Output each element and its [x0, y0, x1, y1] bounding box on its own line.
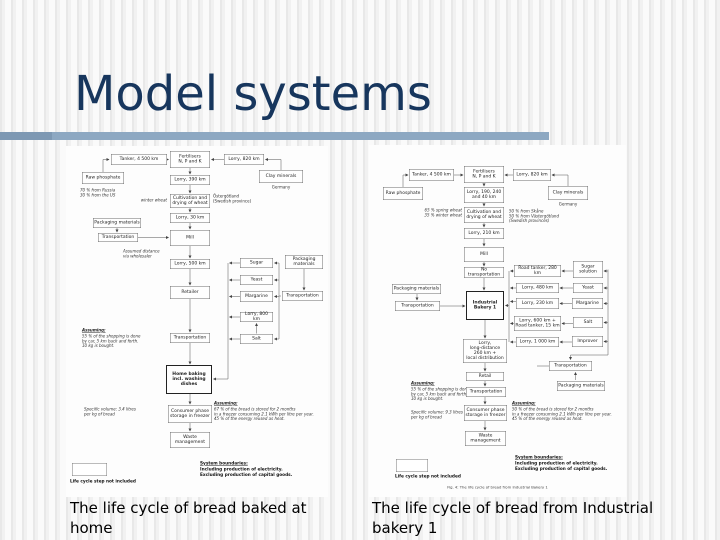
box-home-baking: Home baking incl. washing dishes: [166, 365, 212, 394]
home-connector-lines: [102, 158, 306, 432]
box-yeast: Yeast: [240, 275, 273, 285]
box-lorry-190: Lorry, 190, 240 and 40 km: [464, 187, 504, 203]
box-transportation-2: Transportation: [282, 291, 323, 301]
note-region: Östergötland (Swedish province): [213, 194, 252, 204]
legend-label: Life cycle step not included: [70, 479, 136, 484]
box-lorry-500: Lorry, 500 km: [170, 259, 210, 269]
note-specific-volume: Specific volume: 9.3 litres per kg of br…: [411, 410, 463, 420]
box-lorry-230: Lorry, 230 km: [516, 298, 559, 309]
box-retail: Retail: [466, 372, 504, 381]
box-tanker: Tanker, 4 500 km: [409, 169, 454, 181]
box-lorry-820: Lorry, 820 km: [513, 169, 551, 181]
heading-system-boundaries: System boundaries:: [515, 455, 563, 460]
heading-assuming-shopping: Assuming:: [411, 381, 435, 386]
box-margarine: Margarine: [572, 298, 603, 309]
box-lorry-480: Lorry, 480 km: [516, 283, 559, 293]
note-shopping: 55 % of the shopping is done by car, 5 k…: [411, 387, 470, 402]
box-lorry-800: Lorry, 800 km: [240, 312, 273, 322]
note-freezer: 50 % of the bread is stored for 2 months…: [512, 407, 612, 422]
heading-assuming-freezer: Assuming:: [512, 401, 536, 406]
box-road-tanker-280: Road tanker, 280 km: [514, 265, 561, 277]
note-system-boundaries: Including production of electricity. Exc…: [200, 467, 293, 478]
bakery-connector-lines: [402, 173, 609, 431]
box-lorry-30: Lorry, 30 km: [170, 213, 210, 223]
box-transportation-3: Transportation: [170, 333, 210, 343]
box-waste-management: Waste management: [465, 431, 506, 446]
box-fertilisers: Fertilisers N, P and K: [464, 166, 504, 183]
box-transportation-2: Transportation: [549, 361, 592, 371]
box-margarine: Margarine: [240, 291, 273, 302]
note-freezer: 67 % of the bread is stored for 2 months…: [214, 407, 314, 422]
note-assumed-distance: Assumed distance via wholesaler: [123, 249, 160, 259]
box-yeast: Yeast: [573, 283, 603, 293]
box-clay-minerals: Clay minerals: [548, 186, 588, 200]
legend-empty-box: [72, 463, 107, 476]
box-fertilisers: Fertilisers N, P and K: [170, 151, 210, 168]
box-transportation-1: Transportation: [98, 233, 138, 242]
box-waste-management: Waste management: [170, 432, 210, 448]
note-system-boundaries: Including production of electricity. Exc…: [515, 461, 608, 472]
box-transportation-1: Transportation: [395, 301, 440, 311]
heading-assuming-shopping: Assuming:: [82, 328, 106, 333]
slide-title: Model systems: [74, 66, 432, 122]
note-winter-wheat: winter wheat: [140, 198, 167, 203]
box-packaging-materials-2: Packaging materials: [285, 255, 323, 269]
box-lorry-distribution: Lorry, long-distance 260 km + local dist…: [463, 339, 507, 363]
figure-caption: Fig. 4: The life cycle of bread from Ind…: [447, 485, 548, 490]
box-sugar-solution: Sugar solution: [573, 261, 603, 278]
box-cultivation: Cultivation and drying of wheat: [170, 194, 210, 208]
box-lorry-820: Lorry, 820 km: [224, 154, 264, 165]
note-specific-volume: Specific volume: 3.4 litres per kg of br…: [84, 407, 136, 417]
box-lorry-1000: Lorry, 1 000 km: [516, 337, 559, 347]
box-raw-phosphate: Raw phosphate: [383, 187, 423, 200]
box-retailer: Retailer: [170, 286, 210, 299]
box-sugar: Sugar: [240, 258, 273, 268]
bakery-bread-diagram: Tanker, 4 500 km Fertilisers N, P and K …: [369, 145, 626, 497]
legend-empty-box: [396, 459, 428, 472]
note-shopping: 55 % of the shopping is done by car, 5 k…: [82, 334, 141, 349]
label-germany: Germany: [558, 202, 578, 207]
box-lorry-390: Lorry, 390 km: [170, 175, 210, 185]
heading-assuming-freezer: Assuming:: [214, 401, 238, 406]
box-transportation-3: Transportation: [466, 387, 506, 397]
box-packaging-materials-2: Packaging materials: [557, 381, 605, 391]
box-packaging-materials-1: Packaging materials: [93, 218, 141, 228]
caption-home: The life cycle of bread baked at home: [70, 499, 307, 538]
label-germany: Germany: [271, 185, 291, 190]
box-cultivation: Cultivation and drying of wheat: [464, 207, 504, 223]
note-wheat: 65 % spring wheat 35 % winter wheat: [424, 208, 462, 218]
box-improver: Improver: [572, 336, 603, 347]
note-region: 50 % from Skåne 50 % from Västergötland …: [509, 209, 559, 224]
box-salt: Salt: [573, 317, 603, 328]
box-industrial-bakery: Industrial Bakery 1: [466, 291, 504, 320]
box-salt: Salt: [240, 334, 273, 344]
heading-system-boundaries: System boundaries:: [200, 461, 248, 466]
box-mill: Mill: [170, 230, 210, 246]
note-origin: 70 % from Russia 30 % from the US: [80, 188, 116, 198]
box-consumer-phase: Consumer phase storage in freezer: [464, 405, 507, 421]
legend-label: Life cycle step not included: [395, 474, 461, 479]
box-lorry-210: Lorry, 210 km: [464, 228, 504, 239]
home-bread-diagram: Tanker, 4 500 km Fertilisers N, P and K …: [66, 146, 328, 497]
box-raw-phosphate: Raw phosphate: [82, 172, 124, 184]
box-mill: Mill: [464, 247, 504, 262]
box-consumer-phase: Consumer phase storage in freezer: [168, 405, 212, 423]
box-clay-minerals: Clay minerals: [259, 170, 303, 183]
box-tanker: Tanker, 4 500 km: [111, 154, 167, 165]
title-underline-rule: [0, 132, 549, 140]
box-lorry-600: Lorry, 600 km + Road tanker, 15 km: [514, 316, 561, 331]
box-packaging-materials-1: Packaging materials: [392, 284, 441, 294]
caption-bakery: The life cycle of bread from Industrial …: [372, 499, 654, 538]
box-no-transportation: No transportation: [464, 267, 504, 278]
